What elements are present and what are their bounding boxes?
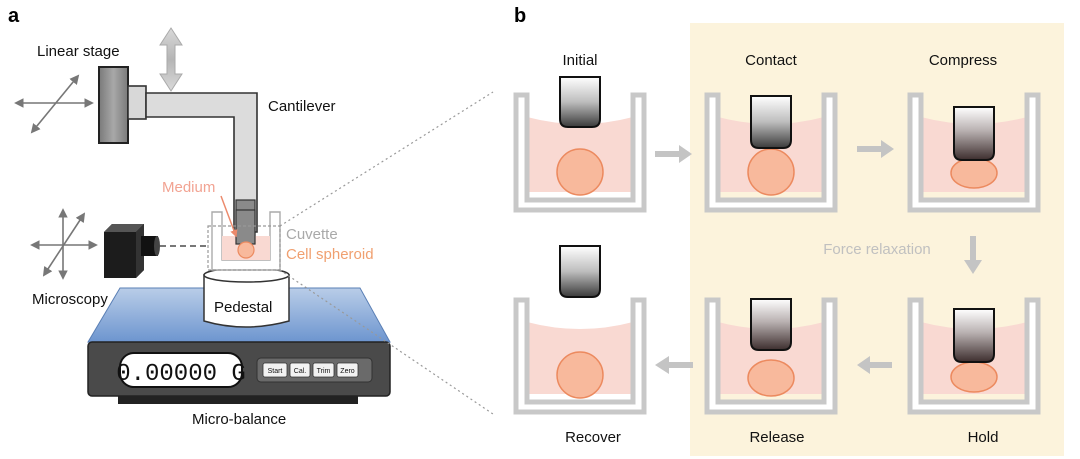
micro-balance-label: Micro-balance bbox=[192, 411, 286, 428]
step-recover-cuvette bbox=[513, 245, 647, 415]
panel-a-label: a bbox=[8, 5, 20, 27]
step-release-probe bbox=[750, 298, 792, 351]
step-hold-cuvette bbox=[907, 297, 1041, 415]
pedestal-label: Pedestal bbox=[214, 299, 272, 316]
step-initial-cuvette-wall bbox=[513, 92, 647, 213]
pedestal bbox=[203, 267, 290, 328]
arrow-contact-to-compress bbox=[857, 140, 894, 158]
step-release-cuvette-wall bbox=[704, 297, 838, 415]
cell-spheroid-a bbox=[237, 241, 255, 259]
step-contact-probe bbox=[750, 95, 792, 149]
step-recover-probe bbox=[559, 245, 601, 298]
camera-icon bbox=[104, 224, 160, 278]
medium-pointer-arrow bbox=[220, 195, 238, 238]
step-compress-cuvette-wall bbox=[907, 92, 1041, 213]
linear-stage-motion-arrows-icon bbox=[14, 74, 94, 134]
zoom-line-top bbox=[279, 91, 494, 227]
step-recover-cuvette-wall bbox=[513, 297, 647, 415]
step-hold-label: Hold bbox=[968, 429, 999, 446]
panel-a: a Linear stage Cantilever 0.00000 G bbox=[8, 5, 494, 428]
step-release-medium bbox=[718, 322, 824, 394]
microscopy-label: Microscopy bbox=[32, 291, 108, 308]
step-initial-probe bbox=[559, 76, 601, 128]
zero-button[interactable] bbox=[336, 362, 359, 378]
step-initial-label: Initial bbox=[562, 52, 597, 69]
start-button[interactable] bbox=[262, 362, 288, 378]
cell-spheroid-label: Cell spheroid bbox=[286, 246, 374, 263]
step-initial-cuvette bbox=[513, 76, 647, 213]
balance-display bbox=[119, 352, 243, 388]
microscopy-motion-arrows-icon bbox=[30, 208, 98, 280]
step-compress-spheroid bbox=[950, 157, 998, 189]
cuvette-assembly bbox=[207, 209, 281, 271]
step-initial-spheroid bbox=[556, 148, 604, 196]
zero-button-label: Zero bbox=[340, 368, 355, 375]
steps-layer bbox=[513, 76, 1041, 415]
arrow-hold-to-release bbox=[857, 356, 892, 374]
arrow-compress-to-hold bbox=[964, 236, 982, 274]
balance-buttons: Start Cal. Trim Zero bbox=[262, 362, 359, 378]
trim-button-label: Trim bbox=[317, 368, 331, 375]
step-contact-cuvette bbox=[704, 92, 838, 213]
balance-display-value: 0.00000 G bbox=[116, 361, 246, 388]
linear-stage-block bbox=[98, 66, 129, 144]
step-hold-probe bbox=[953, 308, 995, 363]
trim-button[interactable] bbox=[312, 362, 335, 378]
panel-b: b Initial Contact Compress Hold Release … bbox=[513, 5, 1064, 456]
vertical-motion-arrow-icon bbox=[159, 27, 183, 92]
force-relaxation-label: Force relaxation bbox=[823, 241, 931, 258]
step-contact-cuvette-wall bbox=[704, 92, 838, 213]
step-hold-spheroid bbox=[950, 361, 998, 393]
flow-arrows bbox=[655, 140, 982, 374]
step-hold-cuvette-wall bbox=[907, 297, 1041, 415]
cantilever-label: Cantilever bbox=[268, 98, 336, 115]
cal-button[interactable] bbox=[289, 362, 311, 378]
step-contact-label: Contact bbox=[745, 52, 798, 69]
start-button-label: Start bbox=[268, 368, 283, 375]
step-contact-spheroid bbox=[747, 148, 795, 196]
cuvette-label: Cuvette bbox=[286, 226, 338, 243]
step-compress-label: Compress bbox=[929, 52, 997, 69]
step-release-label: Release bbox=[749, 429, 804, 446]
step-release-spheroid bbox=[747, 359, 795, 397]
arrow-release-to-recover bbox=[655, 356, 693, 374]
step-recover-label: Recover bbox=[565, 429, 621, 446]
linear-stage-label: Linear stage bbox=[37, 43, 120, 60]
cal-button-label: Cal. bbox=[294, 368, 307, 375]
step-compress-probe bbox=[953, 106, 995, 161]
panel-b-label: b bbox=[514, 5, 526, 27]
arrow-initial-to-contact bbox=[655, 145, 692, 163]
medium-label: Medium bbox=[162, 179, 215, 196]
step-compress-cuvette bbox=[907, 92, 1041, 213]
step-release-cuvette bbox=[704, 297, 838, 415]
step-recover-spheroid bbox=[556, 351, 604, 399]
